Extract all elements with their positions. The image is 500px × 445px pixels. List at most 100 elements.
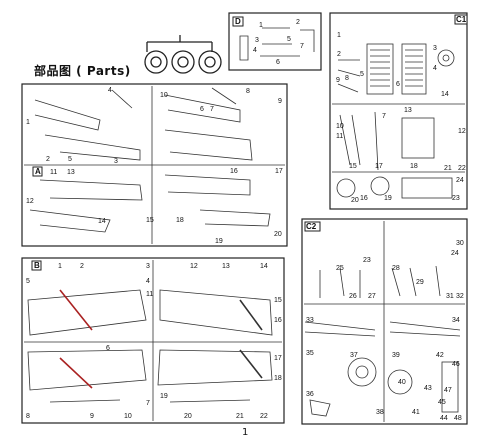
part-label: 19 [215,238,223,245]
part-label: 7 [146,400,150,407]
part-label: 3 [114,158,118,165]
part-label: 12 [26,198,34,205]
part-label: 4 [433,65,437,72]
part-label: 12 [458,128,466,135]
part-label: 5 [287,36,291,43]
sprue-d: D 1 2 3 4 5 6 7 [228,12,322,71]
part-label: 47 [444,387,452,394]
part-label: 12 [190,263,198,270]
sprue-b: B 1 2 3 4 5 6 7 8 9 10 11 12 13 14 15 16… [21,257,285,424]
part-label: 45 [438,399,446,406]
part-label: 10 [160,92,168,99]
part-label: 41 [412,409,420,416]
part-label: 15 [349,163,357,170]
page-title: 部品图 ( Parts) [34,64,131,78]
part-label: 39 [392,352,400,359]
part-label: 22 [458,165,466,172]
part-label: 31 [446,293,454,300]
part-label: 5 [26,278,30,285]
part-label: 16 [360,195,368,202]
part-label: 15 [274,297,282,304]
part-label: 6 [276,59,280,66]
sprue-a-tag: A [35,167,41,176]
part-label: 8 [26,413,30,420]
part-label: 4 [253,47,257,54]
part-label: 11 [336,133,343,140]
part-label: 9 [278,98,282,105]
part-label: 14 [260,263,268,270]
sprue-c2: C2 23 24 25 26 27 28 29 30 31 32 33 34 3… [301,218,468,425]
part-label: 20 [184,413,192,420]
part-label: 33 [306,317,314,324]
part-label: 21 [236,413,244,420]
part-label: 16 [230,168,238,175]
part-label: 10 [336,123,344,130]
part-label: 19 [160,393,168,400]
part-label: 7 [210,106,214,113]
part-label: 7 [382,113,386,120]
part-label: 9 [336,77,340,84]
part-label: 20 [274,231,282,238]
part-label: 1 [337,32,341,39]
wheel-parts-diagram [144,35,222,74]
sprue-b-tag: B [34,261,40,270]
part-label: 3 [255,37,259,44]
part-label: 30 [456,240,464,247]
sprue-c1: C1 1 2 3 4 5 6 7 8 9 10 11 12 13 14 15 [329,12,468,210]
part-label: 27 [368,293,376,300]
part-label: 35 [306,350,314,357]
sprue-c2-tag: C2 [306,222,317,231]
part-label: 17 [375,163,383,170]
part-label: 18 [274,375,282,382]
part-label: 6 [106,345,110,352]
part-label: 1 [259,22,263,29]
part-label: 14 [441,91,449,98]
part-label: 2 [296,19,300,26]
part-label: 4 [146,278,150,285]
part-label: 17 [274,355,282,362]
part-label: 2 [80,263,84,270]
part-label: 7 [300,43,304,50]
part-label: 13 [222,263,230,270]
part-label: 40 [398,379,406,386]
part-label: 28 [392,265,400,272]
part-label: 43 [424,385,432,392]
part-label: 17 [275,168,283,175]
part-label: 36 [306,391,314,398]
part-label: 15 [146,217,154,224]
part-label: 9 [90,413,94,420]
sprue-a: A 1 2 3 4 5 6 7 8 9 10 11 12 13 14 15 16… [21,83,288,247]
part-label: 13 [404,107,412,114]
part-label: 48 [454,415,462,422]
part-label: 6 [200,106,204,113]
part-label: 29 [416,279,424,286]
part-label: 18 [410,163,418,170]
part-label: 3 [433,45,437,52]
part-label: 16 [274,317,282,324]
part-label: 5 [68,156,72,163]
part-label: 32 [456,293,464,300]
part-label: 26 [349,293,357,300]
part-label: 18 [176,217,184,224]
sprue-d-tag: D [235,17,241,26]
part-label: 5 [360,71,364,78]
part-label: 3 [146,263,150,270]
part-label: 46 [452,361,460,368]
part-label: 38 [376,409,384,416]
part-label: 2 [46,156,50,163]
part-label: 2 [337,51,341,58]
part-label: 19 [384,195,392,202]
part-label: 34 [452,317,460,324]
part-label: 22 [260,413,268,420]
part-label: 44 [440,415,448,422]
part-label: 8 [246,88,250,95]
part-label: 25 [336,265,344,272]
part-label: 24 [451,250,459,257]
part-label: 21 [444,165,452,172]
part-label: 23 [363,257,371,264]
part-label: 1 [58,263,62,270]
part-label: 24 [456,177,464,184]
part-label: 6 [396,81,400,88]
part-label: 13 [67,169,75,176]
